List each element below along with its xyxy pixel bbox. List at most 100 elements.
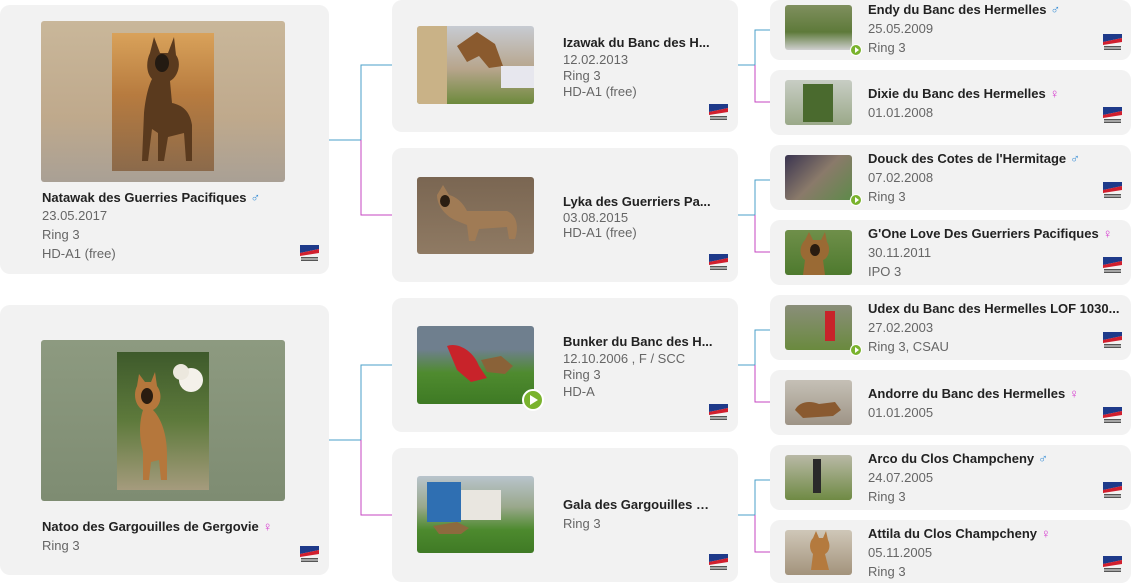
video-play-button[interactable] bbox=[522, 389, 544, 411]
dog-photo[interactable] bbox=[785, 530, 852, 575]
dog-name-text[interactable]: Natawak des Guerries Pacifiques bbox=[42, 190, 247, 205]
birth-date: 27.02.2003 bbox=[868, 320, 934, 335]
great-grandparent-card[interactable]: Attila du Clos Champcheny♀ 05.11.2005 Ri… bbox=[770, 520, 1131, 583]
birth-date: 25.05.2009 bbox=[868, 21, 934, 36]
centrale-canine-logo bbox=[1103, 34, 1122, 50]
dog-photo[interactable] bbox=[785, 380, 852, 425]
dog-photo[interactable] bbox=[41, 340, 285, 501]
dog-name-text[interactable]: Dixie du Banc des Hermelles bbox=[868, 86, 1046, 101]
dog-name[interactable]: Douck des Cotes de l'Hermitage♂ bbox=[868, 151, 1120, 166]
dog-photo[interactable] bbox=[417, 326, 534, 404]
birth-date: 24.07.2005 bbox=[868, 470, 934, 485]
dog-photo[interactable] bbox=[785, 455, 852, 500]
title: Ring 3, CSAU bbox=[868, 339, 949, 354]
dog-photo[interactable] bbox=[785, 5, 852, 50]
title: Ring 3 bbox=[563, 516, 601, 531]
title: Ring 3 bbox=[563, 367, 601, 382]
dog-name[interactable]: Endy du Banc des Hermelles♂ bbox=[868, 2, 1120, 17]
birth-date: 01.01.2005 bbox=[868, 405, 934, 420]
dog-photo[interactable] bbox=[785, 80, 852, 125]
video-play-button[interactable] bbox=[850, 344, 862, 356]
dog-name[interactable]: Gala des Gargouilles d... bbox=[563, 497, 713, 512]
dog-name-text[interactable]: Natoo des Gargouilles de Gergovie bbox=[42, 519, 259, 534]
female-icon: ♀ bbox=[1102, 226, 1113, 241]
great-grandparent-card[interactable]: Udex du Banc des Hermelles LOF 1030... 2… bbox=[770, 295, 1131, 360]
health-result: HD-A bbox=[563, 384, 595, 399]
centrale-canine-logo bbox=[709, 104, 728, 120]
title: Ring 3 bbox=[868, 40, 906, 55]
dog-name[interactable]: G'One Love Des Guerriers Pacifiques♀ bbox=[868, 226, 1120, 241]
sire-card[interactable]: Natawak des Guerries Pacifiques♂ 23.05.2… bbox=[0, 5, 329, 274]
dog-name[interactable]: Izawak du Banc des H... bbox=[563, 35, 710, 50]
dog-photo[interactable] bbox=[41, 21, 285, 182]
title: Ring 3 bbox=[563, 68, 601, 83]
title: Ring 3 bbox=[42, 538, 80, 553]
dog-photo[interactable] bbox=[785, 230, 852, 275]
female-icon: ♀ bbox=[1041, 526, 1051, 541]
dog-name-text[interactable]: Douck des Cotes de l'Hermitage bbox=[868, 151, 1067, 166]
dog-photo[interactable] bbox=[417, 26, 534, 104]
video-play-button[interactable] bbox=[850, 44, 862, 56]
male-icon: ♂ bbox=[250, 190, 261, 205]
grandparent-card[interactable]: Lyka des Guerriers Pa... 03.08.2015 HD-A… bbox=[392, 148, 738, 282]
dog-name[interactable]: Attila du Clos Champcheny♀ bbox=[868, 526, 1120, 541]
dog-name[interactable]: Dixie du Banc des Hermelles♀ bbox=[868, 86, 1120, 101]
health-result: HD-A1 (free) bbox=[563, 84, 637, 99]
birth-date: 07.02.2008 bbox=[868, 170, 934, 185]
female-icon: ♀ bbox=[1069, 386, 1079, 401]
female-icon: ♀ bbox=[262, 519, 273, 534]
dog-name[interactable]: Lyka des Guerriers Pa... bbox=[563, 194, 711, 209]
centrale-canine-logo bbox=[1103, 107, 1122, 123]
dog-name[interactable]: Andorre du Banc des Hermelles♀ bbox=[868, 386, 1120, 401]
centrale-canine-logo bbox=[1103, 556, 1122, 572]
birth-date: 03.08.2015 bbox=[563, 210, 629, 225]
centrale-canine-logo bbox=[1103, 407, 1122, 423]
dog-name[interactable]: Arco du Clos Champcheny♂ bbox=[868, 451, 1120, 466]
dog-name-text[interactable]: Andorre du Banc des Hermelles bbox=[868, 386, 1066, 401]
grandparent-card[interactable]: Gala des Gargouilles d... Ring 3 bbox=[392, 448, 738, 582]
female-icon: ♀ bbox=[1049, 86, 1060, 101]
centrale-canine-logo bbox=[1103, 332, 1122, 348]
centrale-canine-logo bbox=[709, 254, 728, 270]
dog-name[interactable]: Natawak des Guerries Pacifiques♂ bbox=[42, 190, 260, 205]
dog-photo[interactable] bbox=[785, 155, 852, 200]
great-grandparent-card[interactable]: Douck des Cotes de l'Hermitage♂ 07.02.20… bbox=[770, 145, 1131, 210]
dog-photo[interactable] bbox=[417, 177, 534, 254]
birth-date: 05.11.2005 bbox=[868, 545, 933, 560]
birth-date: 01.01.2008 bbox=[868, 105, 934, 120]
dam-card[interactable]: Natoo des Gargouilles de Gergovie♀ Ring … bbox=[0, 305, 329, 575]
centrale-canine-logo bbox=[1103, 482, 1122, 498]
title: Ring 3 bbox=[42, 227, 80, 242]
centrale-canine-logo bbox=[300, 245, 319, 261]
dog-name-text[interactable]: Arco du Clos Champcheny bbox=[868, 451, 1035, 466]
title: Ring 3 bbox=[868, 564, 906, 579]
great-grandparent-card[interactable]: Endy du Banc des Hermelles♂ 25.05.2009 R… bbox=[770, 0, 1131, 60]
dog-photo[interactable] bbox=[417, 476, 534, 553]
dog-name[interactable]: Natoo des Gargouilles de Gergovie♀ bbox=[42, 519, 272, 534]
centrale-canine-logo bbox=[300, 546, 319, 562]
dog-name[interactable]: Bunker du Banc des H... bbox=[563, 334, 713, 349]
dog-name-text[interactable]: Attila du Clos Champcheny bbox=[868, 526, 1038, 541]
title: IPO 3 bbox=[868, 264, 902, 279]
dog-name[interactable]: Udex du Banc des Hermelles LOF 1030... bbox=[868, 301, 1120, 316]
title: Ring 3 bbox=[868, 189, 906, 204]
video-play-button[interactable] bbox=[850, 194, 862, 206]
great-grandparent-card[interactable]: G'One Love Des Guerriers Pacifiques♀ 30.… bbox=[770, 220, 1131, 285]
centrale-canine-logo bbox=[709, 554, 728, 570]
centrale-canine-logo bbox=[1103, 257, 1122, 273]
dog-name-text[interactable]: G'One Love Des Guerriers Pacifiques bbox=[868, 226, 1099, 241]
grandparent-card[interactable]: Izawak du Banc des H... 12.02.2013 Ring … bbox=[392, 0, 738, 132]
centrale-canine-logo bbox=[1103, 182, 1122, 198]
birth-date: 23.05.2017 bbox=[42, 208, 108, 223]
centrale-canine-logo bbox=[709, 404, 728, 420]
dog-name-text[interactable]: Endy du Banc des Hermelles bbox=[868, 2, 1047, 17]
great-grandparent-card[interactable]: Dixie du Banc des Hermelles♀ 01.01.2008 bbox=[770, 70, 1131, 135]
male-icon: ♂ bbox=[1050, 2, 1061, 17]
great-grandparent-card[interactable]: Arco du Clos Champcheny♂ 24.07.2005 Ring… bbox=[770, 445, 1131, 510]
grandparent-card[interactable]: Bunker du Banc des H... 12.10.2006 , F /… bbox=[392, 298, 738, 432]
dog-photo[interactable] bbox=[785, 305, 852, 350]
male-icon: ♂ bbox=[1038, 451, 1048, 466]
birth-date: 30.11.2011 bbox=[868, 245, 932, 260]
great-grandparent-card[interactable]: Andorre du Banc des Hermelles♀ 01.01.200… bbox=[770, 370, 1131, 435]
male-icon: ♂ bbox=[1070, 151, 1080, 166]
